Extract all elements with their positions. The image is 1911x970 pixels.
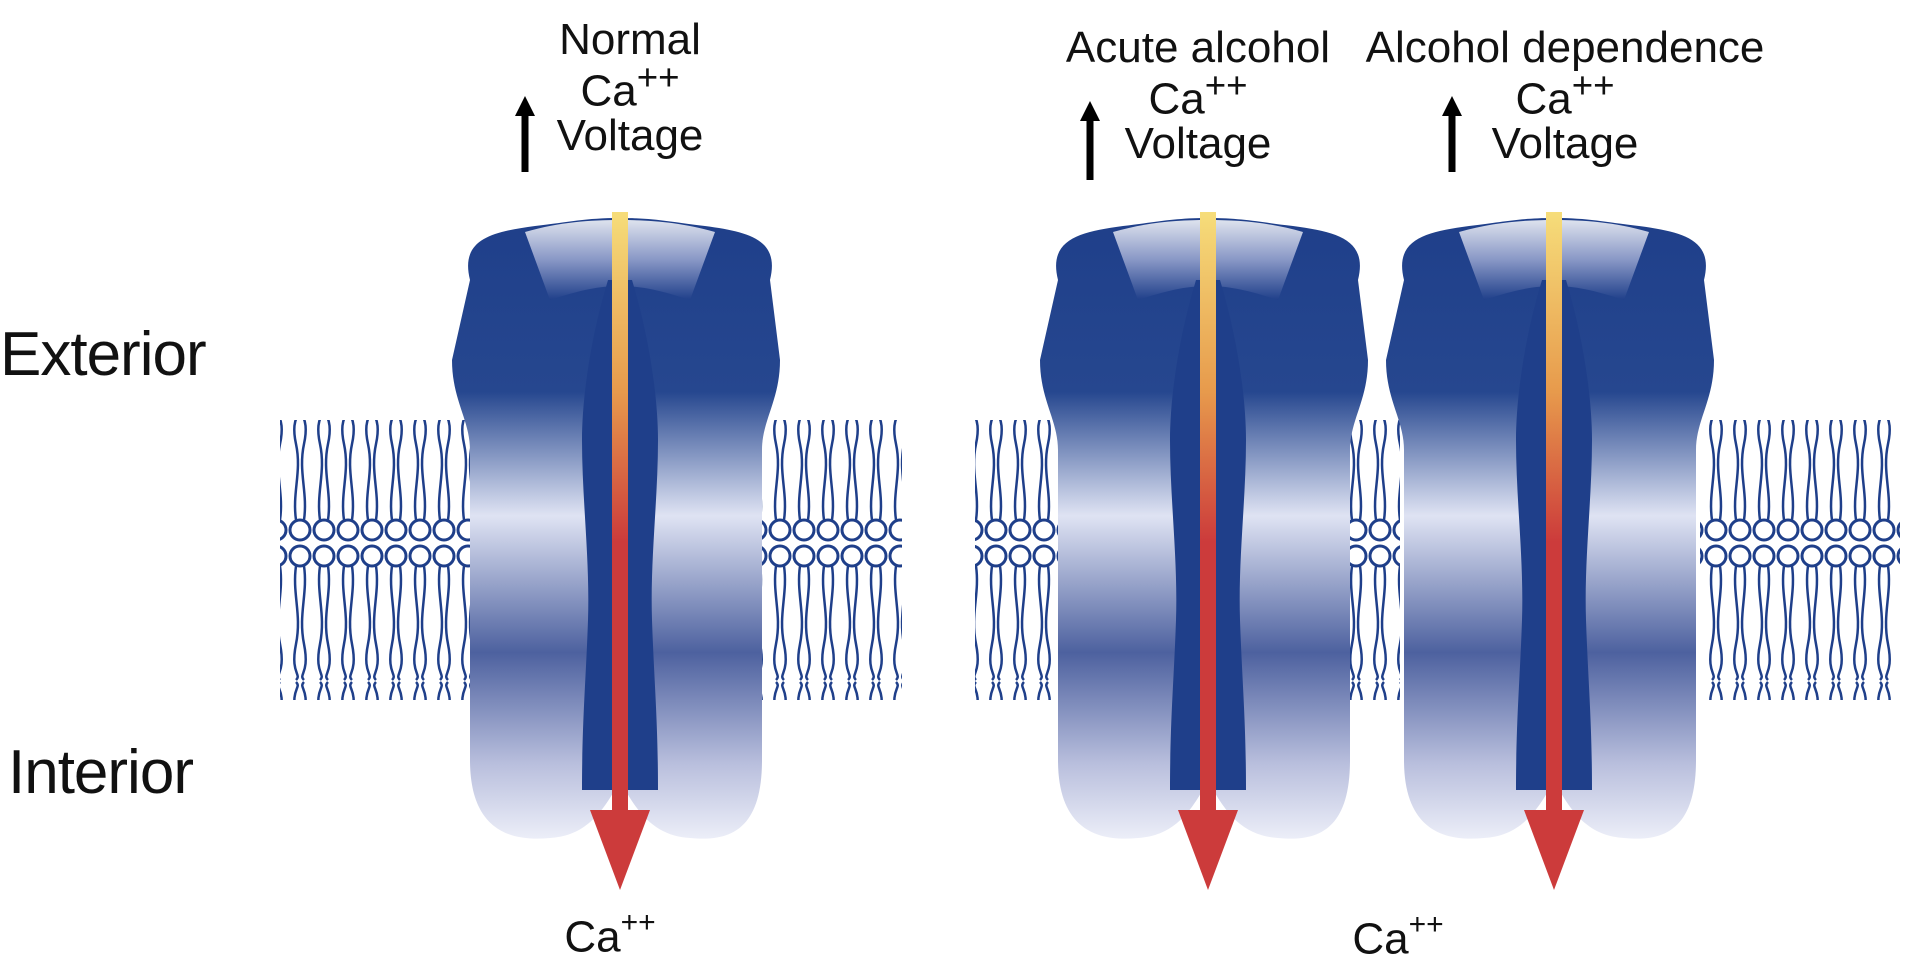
panel-header-normal: Normal Ca++ Voltage <box>520 18 740 158</box>
bottom-ion-label-left: Ca++ <box>540 912 680 960</box>
interior-label: Interior <box>8 742 218 804</box>
stimulus-label: Voltage <box>520 114 740 158</box>
channel-acute-alcohol <box>1040 212 1368 890</box>
ion-label: Ca++ <box>1355 68 1775 122</box>
channel-normal <box>452 212 780 890</box>
calcium-flux-arrow <box>1200 212 1216 812</box>
calcium-flux-arrow <box>612 212 628 812</box>
calcium-flux-arrow <box>1546 212 1562 812</box>
membrane-right-panel3 <box>1700 420 1900 700</box>
condition-label: Acute alcohol <box>1048 26 1348 70</box>
calcium-flux-arrowhead <box>1524 810 1584 890</box>
channel-alcohol-dependence <box>1386 212 1714 890</box>
condition-label: Alcohol dependence <box>1355 26 1775 70</box>
stimulus-label: Voltage <box>1048 122 1348 166</box>
condition-label: Normal <box>520 18 740 62</box>
ion-label: Ca++ <box>520 60 740 114</box>
membrane-right-panel1 <box>762 420 902 700</box>
membrane-left-panel1 <box>280 420 480 700</box>
membrane-between-panels <box>1345 420 1400 700</box>
calcium-flux-arrowhead <box>590 810 650 890</box>
calcium-flux-arrowhead <box>1178 810 1238 890</box>
exterior-label: Exterior <box>0 324 215 386</box>
bottom-ion-label-right: Ca++ <box>1328 914 1468 962</box>
panel-header-alcohol-dependence: Alcohol dependence Ca++ Voltage <box>1355 26 1775 166</box>
panel-header-acute-alcohol: Acute alcohol Ca++ Voltage <box>1048 26 1348 166</box>
ion-label: Ca++ <box>1048 68 1348 122</box>
stimulus-label: Voltage <box>1355 122 1775 166</box>
